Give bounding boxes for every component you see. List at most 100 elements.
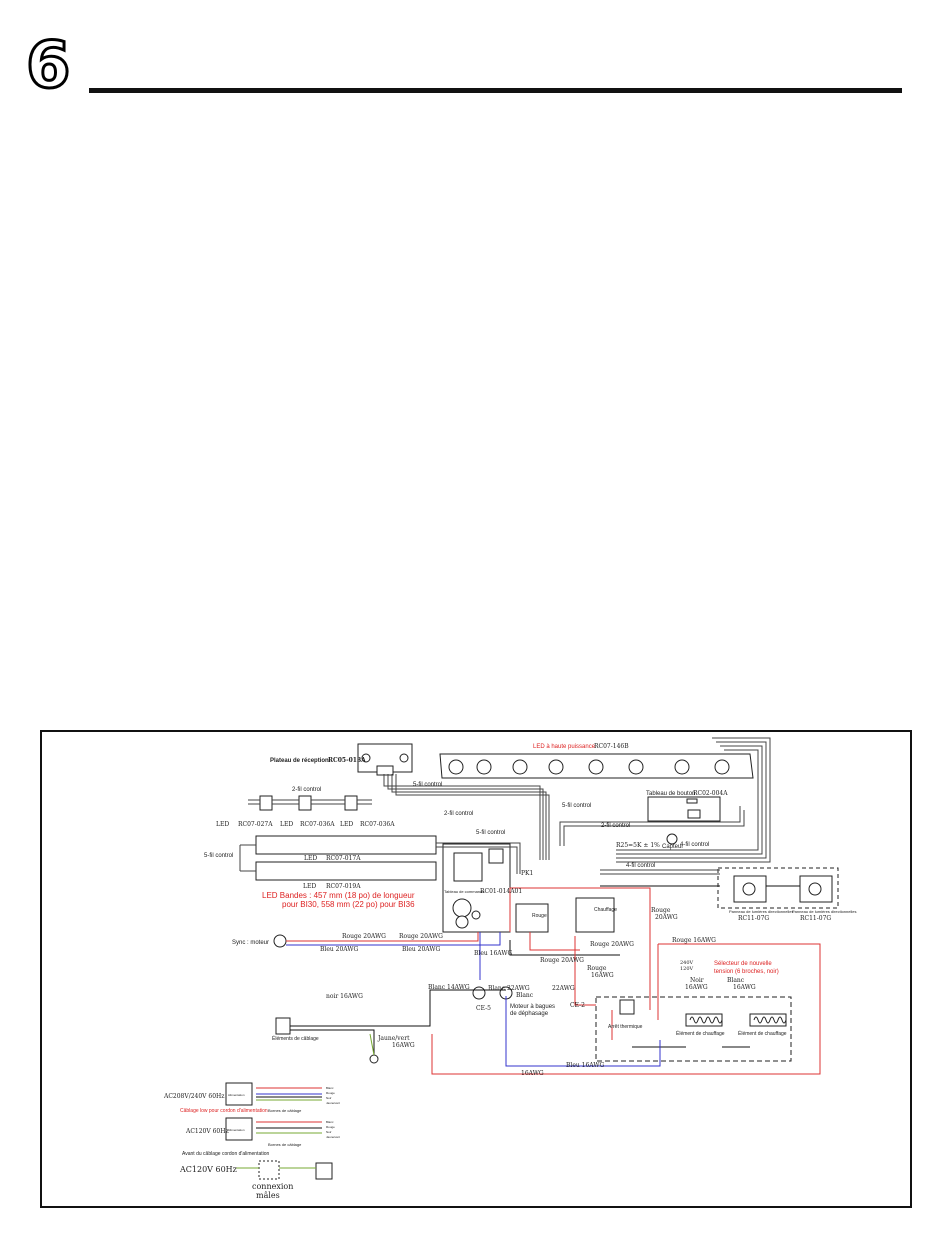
wire5-mid: 5-fil control: [476, 830, 505, 836]
wire2-top: 2-fil control: [292, 787, 321, 793]
bleu16-bottom: Bleu 16AWG: [566, 1062, 605, 1069]
cord-title: Câblage low pour cordon d'alimentation: [180, 1108, 268, 1114]
blanc22-label: Blanc 22AWG: [488, 985, 530, 992]
blanc14-label: Blanc 14AWG: [428, 984, 470, 991]
led-power-bar: [439, 753, 754, 779]
terminal-2: Bornes de câblage: [268, 1142, 302, 1147]
bleu20-b: Bleu 20AWG: [402, 946, 441, 953]
wire-2-black: Noir: [326, 1130, 332, 1134]
power-supply-2: Alimentation: [228, 1128, 245, 1132]
wire4-a: 4-fil control: [680, 842, 709, 848]
ac208-label: AC208V/240V 60Hz: [163, 1093, 224, 1100]
directional-1-part: RC11-07G: [738, 915, 769, 922]
directional-2-part: RC11-07G: [800, 915, 831, 922]
rouge20-b: Rouge 20AWG: [399, 933, 443, 940]
heating-box: [575, 897, 615, 933]
control-board-title: Tableau de commande: [444, 889, 485, 894]
rouge-20awg-2: 20AWG: [655, 914, 678, 921]
rouge20-c: Rouge 20AWG: [590, 941, 634, 948]
thermal-stop-label: Arrêt thermique: [608, 1024, 643, 1030]
reception-plate-label: Plateau de réception: [270, 758, 329, 764]
bleu20-a: Bleu 20AWG: [320, 946, 359, 953]
wire5-b: 5-fil control: [562, 803, 591, 809]
directional-2-label: Panneau de lumières directionnelles: [792, 909, 856, 914]
led-power-label: LED à haute puissance: [533, 744, 596, 750]
v120-label: 120V: [680, 966, 694, 972]
r25-label: R25=5K ± 1%: [616, 842, 660, 849]
wire4-b: 4-fil control: [626, 863, 655, 869]
heating-label: Chauffage: [594, 907, 617, 913]
ac120-label: AC120V 60Hz: [185, 1128, 229, 1135]
led-strip2-label: LED: [303, 883, 316, 890]
jaune-vert-1: Jaune/vert: [377, 1035, 410, 1042]
wire-1-ground: Jaune/vert: [326, 1101, 340, 1105]
wire-1-white: Blanc: [326, 1086, 334, 1090]
power-supply-1: Alimentation: [228, 1093, 245, 1097]
pk1-label: PK1: [521, 870, 533, 877]
jaune-vert-2: 16AWG: [392, 1042, 415, 1049]
noir-sel-1: Noir: [690, 977, 704, 984]
led-c: LED: [340, 821, 353, 828]
led-bands-line1: LED Bandes : 457 mm (18 po) de longueur: [262, 891, 415, 900]
directional-1-label: Panneau de lumières directionnelles: [729, 909, 793, 914]
wire-2-ground: Jaune/vert: [326, 1135, 340, 1139]
led-a: LED: [216, 821, 229, 828]
led-b: LED: [280, 821, 293, 828]
connexion-1: connexion: [252, 1182, 293, 1191]
relay-box: [515, 903, 549, 933]
button-board-label: Tableau de bouton: [646, 791, 695, 797]
section-rule: [89, 88, 902, 93]
part-036a-1: RC07-036A: [300, 821, 335, 828]
ac120-b-label: AC120V 60Hz: [179, 1165, 237, 1174]
wire5-left: 5-fil control: [204, 853, 233, 859]
rouge16-label: Rouge 16AWG: [672, 937, 716, 944]
wire5-top: 5-fil control: [413, 782, 442, 788]
led-bands-line2: pour BI30, 558 mm (22 po) pour BI36: [282, 900, 415, 909]
reception-plate-part: RC05-013A: [328, 757, 366, 764]
part-027a: RC07-027A: [238, 821, 273, 828]
wire-1-black: Noir: [326, 1096, 332, 1100]
wire2-mid: 2-fil control: [444, 811, 473, 817]
led-strip-2: [255, 861, 437, 881]
motor-phase-2: de déphasage: [510, 1011, 549, 1017]
front-title: Avant du câblage cordon d'alimentation: [182, 1151, 270, 1157]
control-board-part: RC01-014A01: [480, 888, 522, 895]
v240-label: 240V: [680, 960, 694, 966]
led-strip1-label: LED: [304, 855, 317, 862]
rouge-16awg-1: Rouge: [587, 965, 607, 972]
wire-2-white: Blanc: [326, 1120, 334, 1124]
blanc-label: Blanc: [516, 992, 534, 999]
rouge-20awg-1: Rouge: [651, 907, 671, 914]
part-036a-2: RC07-036A: [360, 821, 395, 828]
sensor-label: Capteur: [662, 844, 683, 850]
relay-label: Rouge: [532, 913, 547, 919]
bleu16-label: Bleu 16AWG: [474, 950, 513, 957]
wire-1-red: Rouge: [326, 1091, 335, 1095]
wiring-diagram-frame: [40, 730, 912, 1208]
motor-phase-1: Moteur à bagues: [510, 1004, 555, 1010]
noir-sel-2: 16AWG: [685, 984, 708, 991]
rouge-16awg-2: 16AWG: [591, 972, 614, 979]
rouge20-d: Rouge 20AWG: [540, 957, 584, 964]
wiring-elements-label: Éléments de câblage: [272, 1035, 319, 1042]
blanc-sel-1: Blanc: [727, 977, 745, 984]
awg16-bottom: 16AWG: [521, 1070, 544, 1077]
ce5-label: CE-5: [476, 1005, 491, 1012]
blanc-sel-2: 16AWG: [733, 984, 756, 991]
led-power-part: RC07-146B: [594, 743, 629, 750]
led-strip-1: [255, 835, 437, 855]
connexion-2: mâles: [256, 1191, 280, 1200]
selector-2: tension (6 broches, noir): [714, 969, 779, 975]
awg22-label: 22AWG: [552, 985, 575, 992]
section-number: 6: [25, 29, 73, 103]
rouge20-a: Rouge 20AWG: [342, 933, 386, 940]
led-strip1-part: RC07-017A: [326, 855, 361, 862]
led-strip2-part: RC07-019A: [326, 883, 361, 890]
heater-1-label: Élément de chauffage: [676, 1030, 725, 1037]
heater-2-label: Élément de chauffage: [738, 1030, 787, 1037]
noir16-label: noir 16AWG: [326, 993, 363, 1000]
selector-1: Sélecteur de nouvelle: [714, 961, 772, 967]
wire2-b: 2-fil control: [601, 823, 630, 829]
button-board: [647, 796, 721, 822]
